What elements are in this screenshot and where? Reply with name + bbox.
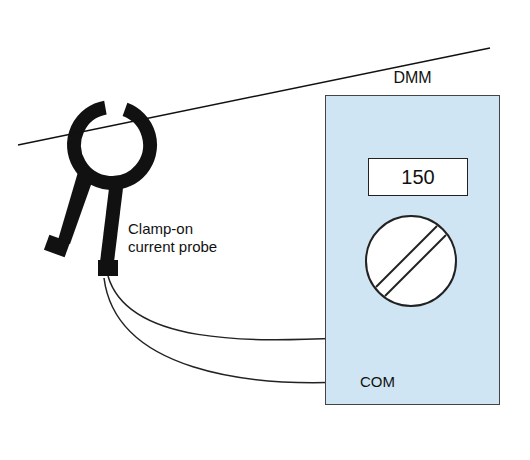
display-reading: 150: [395, 165, 440, 189]
probe-jaw: [100, 180, 124, 262]
meter-heading: DMM: [326, 68, 499, 88]
terminal-label: COM: [360, 373, 420, 391]
selector-knob: [361, 211, 461, 311]
probe-jaw: [58, 172, 92, 244]
probe-label: Clamp-on current probe: [128, 220, 232, 256]
probe-ring: [74, 108, 150, 183]
meter-display: 150: [368, 158, 468, 196]
probe-lead: [108, 276, 342, 340]
probe-tip: [98, 260, 118, 276]
probe-tip: [44, 235, 70, 258]
probe-lead: [104, 278, 342, 383]
meter-body: DMM150: [325, 95, 500, 405]
